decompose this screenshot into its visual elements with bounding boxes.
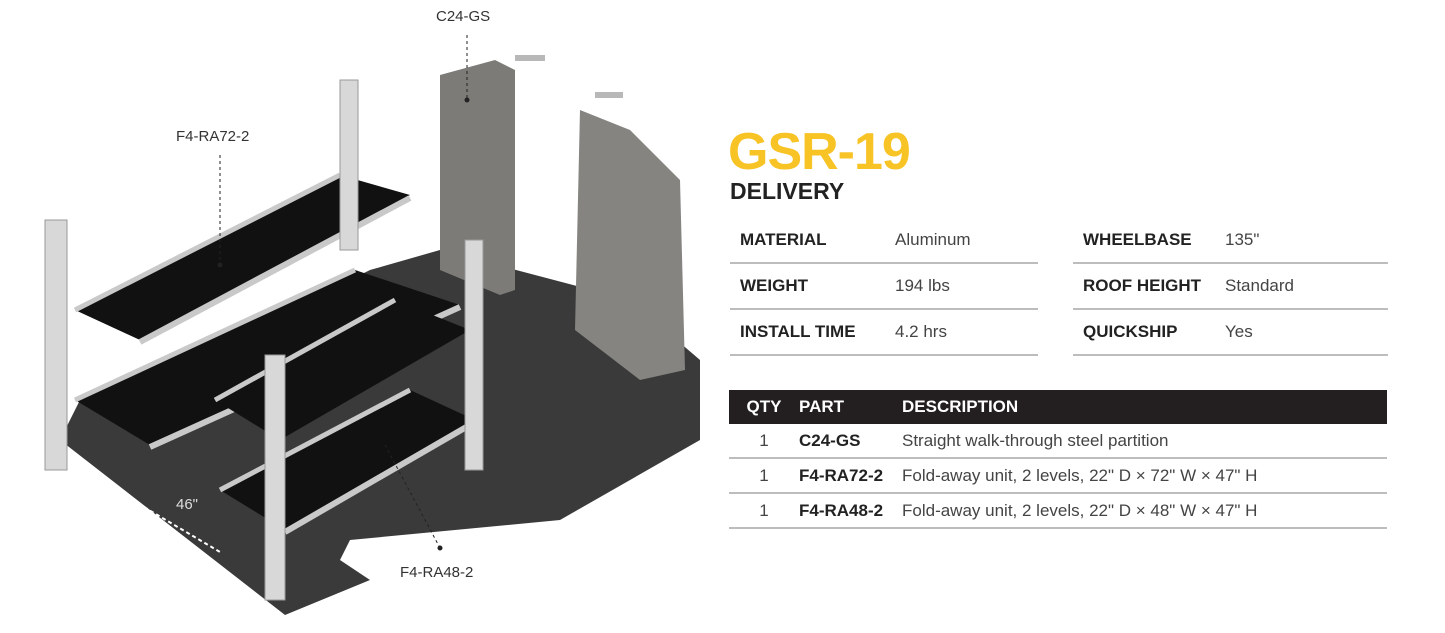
dimension-arrow <box>131 499 221 553</box>
spec-row-material: MATERIAL Aluminum <box>730 218 1038 264</box>
spec-row-quickship: QUICKSHIP Yes <box>1073 310 1388 356</box>
spec-label: QUICKSHIP <box>1083 322 1178 341</box>
part-cell: F4-RA72-2 <box>799 458 902 494</box>
upper-shelf-top <box>75 175 410 340</box>
description-cell: Fold-away unit, 2 levels, 22" D × 72" W … <box>902 458 1387 494</box>
header-description: DESCRIPTION <box>902 390 1387 424</box>
spec-value: Yes <box>1225 322 1253 341</box>
header-qty: QTY <box>729 390 799 424</box>
product-category: DELIVERY <box>730 178 845 204</box>
part-cell: C24-GS <box>799 424 902 459</box>
qty-cell: 1 <box>729 493 799 529</box>
part-cell: F4-RA48-2 <box>799 493 902 529</box>
callout-upper-unit: F4-RA72-2 <box>176 128 250 145</box>
product-code: GSR-19 <box>728 123 911 181</box>
table-row: 1 F4-RA48-2 Fold-away unit, 2 levels, 22… <box>729 493 1387 529</box>
spec-value: 4.2 hrs <box>895 322 947 341</box>
spec-row-wheelbase: WHEELBASE 135" <box>1073 218 1388 264</box>
partition-right-panel <box>575 110 685 380</box>
qty-cell: 1 <box>729 424 799 459</box>
table-row: 1 C24-GS Straight walk-through steel par… <box>729 424 1387 459</box>
spec-label: WEIGHT <box>740 276 808 295</box>
callout-lower-unit: F4-RA48-2 <box>400 564 474 581</box>
spec-row-weight: WEIGHT 194 lbs <box>730 264 1038 310</box>
callout-dimension: 46" <box>176 496 199 513</box>
spec-value: 135" <box>1225 230 1260 249</box>
description-cell: Straight walk-through steel partition <box>902 424 1387 459</box>
header-part: PART <box>799 390 902 424</box>
spec-value: 194 lbs <box>895 276 950 295</box>
spec-value: Standard <box>1225 276 1294 295</box>
spec-label: WHEELBASE <box>1083 230 1192 249</box>
spec-label: INSTALL TIME <box>740 322 856 341</box>
upright-post <box>44 219 68 471</box>
partition-left-panel <box>440 60 515 295</box>
spec-value: Aluminum <box>895 230 971 249</box>
callout-partition: C24-GS <box>436 8 491 25</box>
table-row: 1 F4-RA72-2 Fold-away unit, 2 levels, 22… <box>729 458 1387 494</box>
spec-label: ROOF HEIGHT <box>1083 276 1202 295</box>
description-cell: Fold-away unit, 2 levels, 22" D × 48" W … <box>902 493 1387 529</box>
table-header-row: QTY PART DESCRIPTION <box>729 390 1387 424</box>
parts-table: QTY PART DESCRIPTION 1 C24-GS Straight w… <box>729 390 1387 529</box>
spec-row-roof-height: ROOF HEIGHT Standard <box>1073 264 1388 310</box>
van-shelving-illustration <box>44 35 700 615</box>
spec-label: MATERIAL <box>740 230 827 249</box>
spec-row-install-time: INSTALL TIME 4.2 hrs <box>730 310 1038 356</box>
qty-cell: 1 <box>729 458 799 494</box>
